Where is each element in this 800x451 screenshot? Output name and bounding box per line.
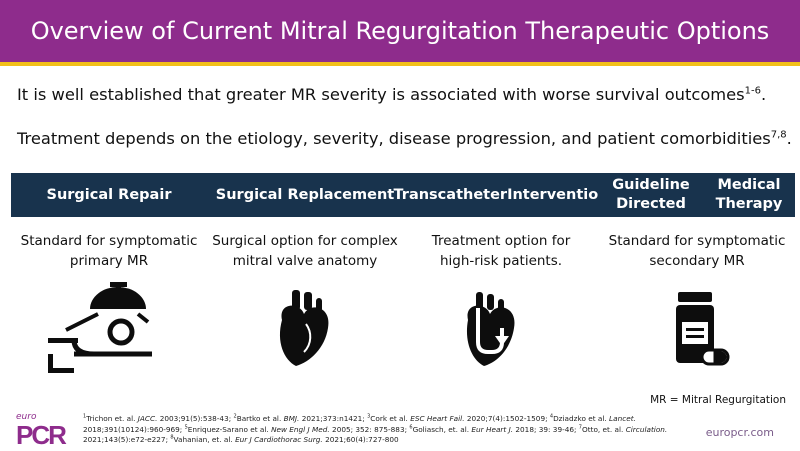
europcr-logo: euro PCR [16,412,67,450]
medication-icon [676,292,730,366]
option-surgical-replacement-header: Surgical Replacement [207,173,403,217]
statement-treatment: Treatment depends on the etiology, sever… [17,129,792,148]
header-bar [0,0,800,62]
page-title: Overview of Current Mitral Regurgitation… [30,17,770,45]
website-link[interactable]: europcr.com [705,426,774,439]
statement-survival: It is well established that greater MR s… [17,85,767,104]
citation-superscript: 1-6 [744,85,761,97]
heart-icon [279,290,329,366]
abbreviation-note: MR = Mitral Regurgitation [650,394,786,406]
option-surgical-repair-header: Surgical Repair [11,173,207,217]
citation-superscript: 7,8 [770,129,787,141]
header-divider [0,62,800,66]
transcatheter-heart-icon [466,292,515,366]
references: 1Trichon et. al. JACC. 2003;91(5):538-43… [83,413,668,444]
surgical-lamp-icon [48,282,152,373]
